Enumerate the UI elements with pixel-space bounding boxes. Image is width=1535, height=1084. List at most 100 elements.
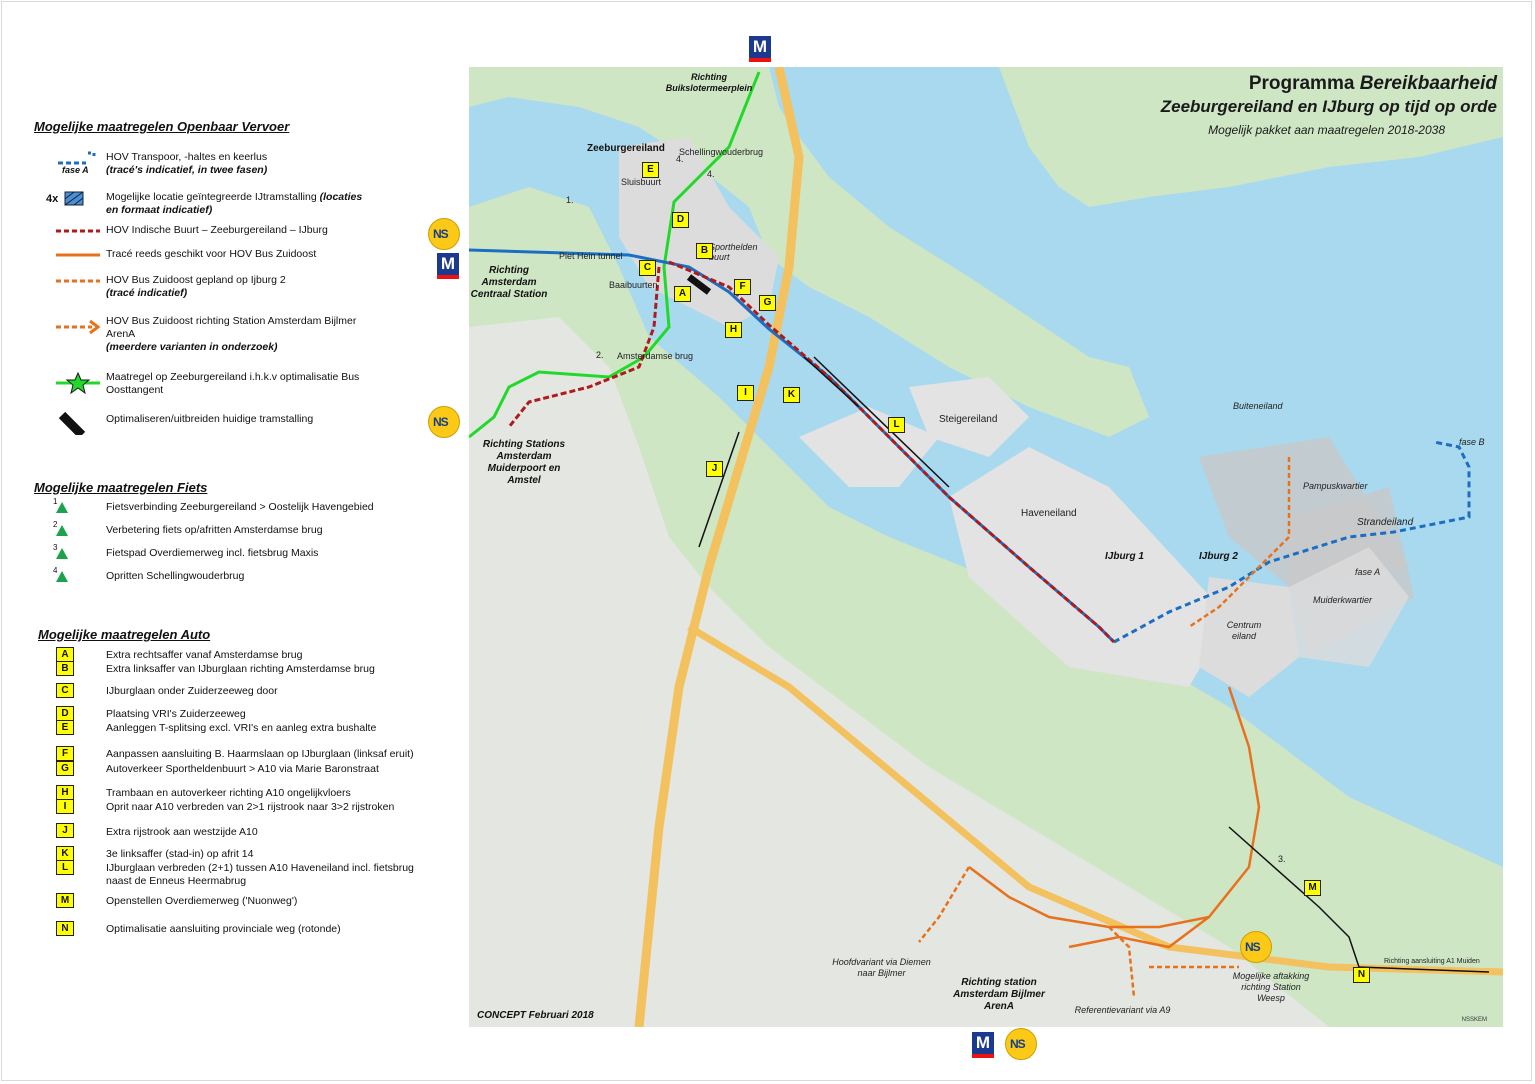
title-plain: Programma: [1248, 73, 1355, 94]
marker-c: C: [56, 683, 74, 698]
legend-text: Optimalisatie aansluiting provinciale we…: [106, 923, 341, 935]
legend-text: Optimaliseren/uitbreiden huidige tramsta…: [106, 413, 314, 425]
legend-text: HOV Bus Zuidoost gepland op Ijburg 2: [106, 274, 286, 286]
tagline: Mogelijk pakket aan maatregelen 2018-203…: [1208, 123, 1445, 137]
marker-d: D: [56, 706, 74, 721]
legend-text: HOV Transpoor, -haltes en keerlus: [106, 151, 268, 163]
title-italic: Bereikbaarheid: [1359, 73, 1497, 94]
marker-b: B: [56, 661, 74, 676]
marker-m: M: [56, 893, 74, 908]
legend-text: Fietsverbinding Zeeburgereiland > Oostel…: [106, 501, 374, 513]
legend-text: HOV Bus Zuidoost richting Station Amster…: [106, 315, 357, 327]
map-marker-d[interactable]: D: [672, 212, 689, 228]
label-schellingwouderbrug: Schellingwouderbrug: [679, 147, 764, 157]
legend-text-2: ArenA: [106, 328, 136, 340]
direction-hoofdvariant: Hoofdvariant via Diemen naar Bijlmer: [832, 957, 931, 978]
bus-zuidoost-line-icon: [56, 253, 100, 257]
direction-bijlmer: Richting station Amsterdam Bijlmer ArenA: [953, 977, 1045, 1012]
legend-heading-auto: Mogelijke maatregelen Auto: [38, 627, 211, 642]
label-buiteneiland: Buiteneiland: [1233, 401, 1283, 411]
legend-text: HOV Indische Buurt – Zeeburgereiland – I…: [106, 224, 328, 236]
tramstalling-bar-icon: [58, 411, 86, 435]
marker-i: I: [56, 799, 74, 814]
label-sluisbuurt: Sluisbuurt: [621, 177, 662, 187]
legend-text: Extra rechtsaffer vanaf Amsterdamse brug: [106, 649, 303, 661]
map-marker-k[interactable]: K: [783, 387, 800, 403]
map-marker-j[interactable]: J: [706, 461, 723, 477]
map-marker-b[interactable]: B: [696, 243, 713, 259]
bike-marker-1: 1.: [566, 195, 574, 205]
label-piet-hein: Piet Hein tunnel: [559, 251, 623, 261]
map-marker-c[interactable]: C: [639, 260, 656, 276]
legend-text: Autoverkeer Sportheldenbuurt > A10 via M…: [106, 763, 379, 775]
oosttangent-star-icon: [56, 371, 100, 395]
legend-heading-fiets: Mogelijke maatregelen Fiets: [34, 480, 208, 495]
legend-text: Opritten Schellingwouderbrug: [106, 570, 245, 582]
label-muiderkwartier: Muiderkwartier: [1313, 595, 1373, 605]
marker-h: H: [56, 785, 74, 800]
map-marker-h[interactable]: H: [725, 322, 742, 338]
credit: NSSKEM: [1461, 1017, 1487, 1023]
direction-weesp: Mogelijke aftakking richting Station Wee…: [1232, 971, 1310, 1003]
legend-text: Oprit naar A10 verbreden van 2>1 rijstro…: [106, 801, 395, 813]
label-fase-b: fase B: [1459, 437, 1485, 447]
map-marker-g[interactable]: G: [759, 295, 776, 311]
map-marker-l[interactable]: L: [888, 417, 905, 433]
legend-heading-ov: Mogelijke maatregelen Openbaar Vervoer: [34, 119, 290, 134]
map-marker-f[interactable]: F: [734, 279, 751, 295]
marker-g: G: [56, 761, 74, 776]
legend-text: Mogelijke locatie geïntegreerde IJtramst…: [106, 191, 317, 203]
marker-e: E: [56, 720, 74, 735]
bike-marker-2: 2.: [596, 350, 604, 360]
count-label: 4x: [46, 193, 59, 205]
map-marker-m[interactable]: M: [1304, 880, 1321, 896]
legend-text: Aanpassen aansluiting B. Haarmslaan op I…: [106, 748, 414, 760]
label-strandeiland: Strandeiland: [1357, 517, 1414, 528]
marker-j: J: [56, 823, 74, 838]
marker-a: A: [56, 647, 74, 662]
legend-text: Trambaan en autoverkeer richting A10 ong…: [106, 787, 351, 799]
legend-subtext: en formaat indicatief): [106, 204, 213, 216]
ns-station-weesp-icon: NS: [1240, 931, 1272, 963]
ns-station-icon: NS: [428, 406, 460, 438]
bike-marker-4a: 4.: [676, 154, 684, 164]
ns-station-icon: NS: [1005, 1028, 1037, 1060]
tram-line-icon: [58, 151, 96, 165]
map-marker-e[interactable]: E: [642, 162, 659, 178]
legend-text-2: naast de Enneus Heermabrug: [106, 875, 247, 887]
marker-l: L: [56, 860, 74, 875]
marker-f: F: [56, 746, 74, 761]
ns-station-icon: NS: [428, 218, 460, 250]
map-marker-a[interactable]: A: [674, 286, 691, 302]
metro-icon: M: [749, 36, 771, 62]
map-marker-i[interactable]: I: [737, 385, 754, 401]
legend-text: Openstellen Overdiemerweg ('Nuonweg'): [106, 895, 298, 907]
label-amsterdamse-brug: Amsterdamse brug: [617, 351, 694, 361]
legend-text: Extra rijstrook aan westzijde A10: [106, 826, 258, 838]
label-zeeburgereiland: Zeeburgereiland: [587, 143, 665, 154]
marker-n: N: [56, 921, 74, 936]
bike-triangle-icon: [56, 548, 68, 559]
label-centrum-eiland: Centrum eiland: [1226, 620, 1262, 641]
label-baaibuurten: Baaibuurten: [609, 280, 658, 290]
legend-text: Tracé reeds geschikt voor HOV Bus Zuidoo…: [106, 248, 317, 260]
bike-triangle-icon: [56, 571, 68, 582]
legend-text: Aanleggen T-splitsing excl. VRI's en aan…: [106, 722, 377, 734]
legend-text: Maatregel op Zeeburgereiland i.h.k.v opt…: [106, 371, 360, 383]
legend-text: 3e linksaffer (stad-in) op afrit 14: [106, 848, 254, 860]
concept-stamp: CONCEPT Februari 2018: [477, 1010, 594, 1021]
map[interactable]: Programma Bereikbaarheid Zeeburgereiland…: [469, 67, 1503, 1027]
direction-a1: Richting aansluiting A1 Muiden: [1384, 958, 1480, 965]
map-marker-n[interactable]: N: [1353, 967, 1370, 983]
bike-number: 2: [53, 520, 58, 529]
tramstalling-icon: [64, 191, 84, 206]
label-haveneiland: Haveneiland: [1021, 508, 1077, 519]
map-canvas: [469, 67, 1503, 1027]
direction-referentie: Referentievariant via A9: [1074, 1005, 1171, 1015]
fase-a-label: fase A: [62, 165, 89, 175]
label-ijburg2: IJburg 2: [1199, 551, 1238, 562]
legend-text: Verbetering fiets op/afritten Amsterdams…: [106, 524, 323, 536]
legend-text: IJburglaan onder Zuiderzeeweg door: [106, 685, 278, 697]
metro-icon: M: [972, 1032, 994, 1058]
